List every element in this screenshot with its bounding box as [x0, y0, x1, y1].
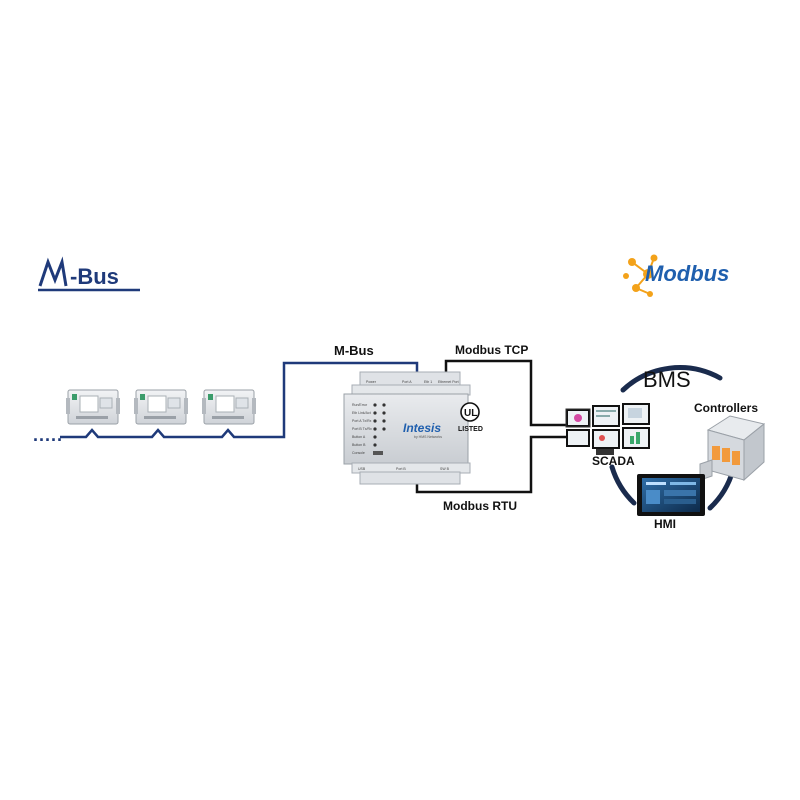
controllers-label: Controllers	[694, 401, 758, 415]
gateway-top-label: Port A	[402, 380, 412, 384]
hmi-label: HMI	[654, 517, 676, 531]
gateway-bottom-label: USB	[358, 467, 366, 471]
led-label: Button A	[352, 435, 366, 439]
gateway-bottom-label: SW B	[440, 467, 450, 471]
gateway-top-label: Power	[366, 380, 377, 384]
ul-listed-mark: UL LISTED	[458, 402, 483, 433]
ul-mark-text: UL	[464, 408, 477, 419]
led-label: Port B Tx/Rx	[352, 427, 372, 431]
mbus-meter	[202, 389, 256, 425]
hmi-panel	[637, 474, 705, 516]
modbus-network-icon	[623, 254, 658, 297]
mbus-bus-line	[60, 361, 419, 439]
mbus-meter	[66, 389, 120, 425]
led-label: Port A Tx/Rx	[352, 419, 372, 423]
mbus-logo-text: -Bus	[70, 264, 119, 289]
intesis-gateway: Power Port A Eth 1 Ethernet Port USB Por…	[343, 371, 471, 485]
led-label: Eth Link/Act	[352, 411, 371, 415]
ul-listed-text: LISTED	[458, 426, 483, 433]
scada-label: SCADA	[592, 454, 635, 468]
modbus-tcp-line	[444, 359, 566, 427]
modbus-rtu-line	[415, 435, 566, 494]
gateway-top-label: Ethernet Port	[438, 380, 459, 384]
mbus-line-label: M-Bus	[334, 343, 374, 358]
gateway-brand-sub: by HMS Networks	[414, 435, 442, 439]
gateway-led-column: Run/Error Eth Link/Act Port A Tx/Rx Port…	[352, 403, 386, 455]
modbus-logo-text: Modbus	[645, 261, 729, 286]
modbus-logo: Modbus	[623, 254, 729, 297]
mbus-logo: -Bus	[38, 256, 140, 292]
gateway-top-label: Eth 1	[424, 380, 432, 384]
led-label: Run/Error	[352, 403, 368, 407]
modbus-tcp-label: Modbus TCP	[455, 343, 528, 357]
plc-controller	[699, 415, 766, 482]
mbus-meter	[134, 389, 188, 425]
bms-title: BMS	[643, 367, 691, 392]
leading-dots: .....	[33, 425, 63, 445]
led-label: Button B	[352, 443, 366, 447]
modbus-rtu-label: Modbus RTU	[443, 499, 517, 513]
gateway-brand: Intesis	[403, 421, 441, 435]
gateway-bottom-label: Port B	[396, 467, 406, 471]
scada-screens	[565, 403, 650, 455]
led-label: Console	[352, 451, 365, 455]
